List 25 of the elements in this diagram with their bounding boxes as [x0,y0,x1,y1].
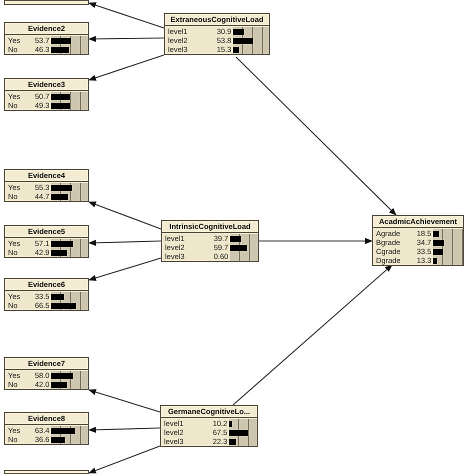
arrow [88,426,160,433]
arrow [88,257,162,281]
arrow [236,56,397,216]
node-box [4,412,89,445]
node-box [4,470,89,474]
node-box [4,225,89,258]
arrow [88,54,164,81]
node-box [4,169,89,202]
arrow [88,389,160,413]
arrow [232,264,393,406]
node-box [4,278,89,311]
node-box [4,22,89,55]
arrow [88,240,162,246]
node-box [4,0,89,5]
arrow [259,238,373,244]
node-box [164,13,270,55]
node-box [372,215,464,266]
node-box [161,220,259,262]
node-box [4,78,89,111]
arrow [88,36,164,42]
node-box [160,405,258,447]
arrow [88,2,164,29]
node-box [4,357,89,390]
arrow [88,201,162,230]
arrow [88,445,160,474]
